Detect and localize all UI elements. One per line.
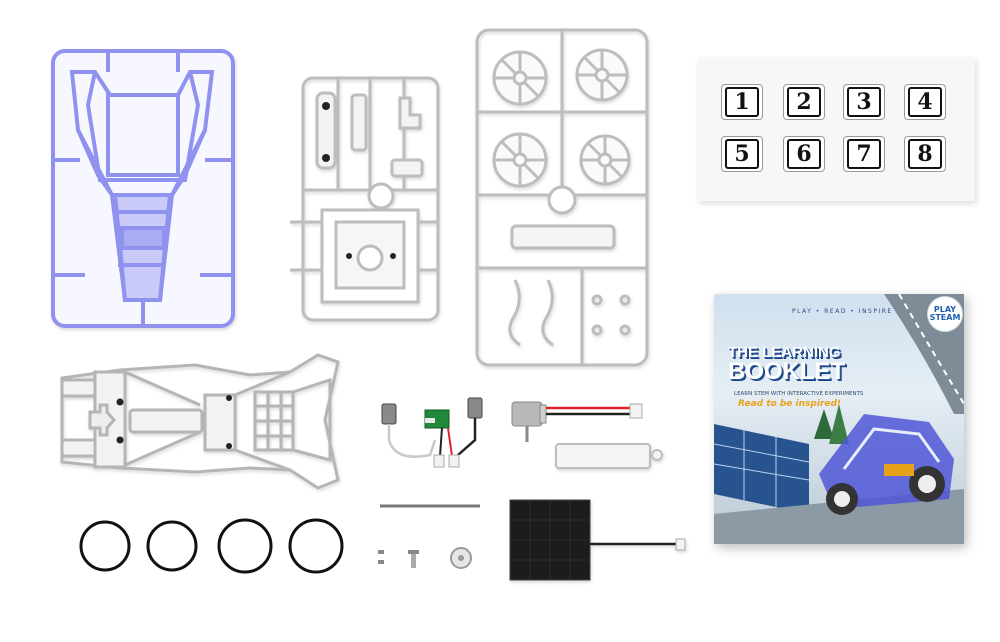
dc-motor bbox=[511, 401, 643, 442]
sticker-6: 6 bbox=[783, 136, 825, 172]
sticker-number: 7 bbox=[847, 139, 881, 169]
sticker-8: 8 bbox=[904, 136, 946, 172]
rubber-tire-rings bbox=[79, 518, 344, 574]
sticker-number: 8 bbox=[908, 139, 942, 169]
sticker-number: 5 bbox=[725, 139, 759, 169]
wheel-hub-sprue bbox=[475, 28, 649, 367]
booklet-cover-art bbox=[714, 294, 964, 544]
brand-logo: PLAY STEAM bbox=[927, 296, 963, 332]
sticker-number: 1 bbox=[725, 87, 759, 117]
sticker-2: 2 bbox=[783, 84, 825, 120]
sticker-1: 1 bbox=[721, 84, 763, 120]
sticker-number: 4 bbox=[908, 87, 942, 117]
sticker-5: 5 bbox=[721, 136, 763, 172]
booklet-subtitle: LEARN STEM WITH INTERACTIVE EXPERIMENTS bbox=[734, 391, 864, 397]
number-sticker-sheet: 1 2 3 4 5 6 7 8 bbox=[697, 57, 975, 201]
sticker-number: 3 bbox=[847, 87, 881, 117]
blue-body-frame-sprue bbox=[51, 49, 235, 328]
sticker-number: 6 bbox=[787, 139, 821, 169]
small-parts-sprue bbox=[290, 76, 440, 322]
switch-wire-assembly bbox=[381, 397, 483, 468]
white-chassis-frame bbox=[60, 353, 340, 490]
sticker-7: 7 bbox=[843, 136, 885, 172]
sticker-number: 2 bbox=[787, 87, 821, 117]
booklet-title-line1: THE LEARNING bbox=[728, 344, 841, 361]
booklet-script-text: Read to be inspired! bbox=[738, 399, 841, 409]
solar-panel bbox=[509, 499, 686, 581]
sticker-3: 3 bbox=[843, 84, 885, 120]
booklet-title-line2: BOOKLET bbox=[728, 358, 846, 385]
booklet-tagline: PLAY • READ • INSPIRE bbox=[792, 308, 893, 315]
sticker-4: 4 bbox=[904, 84, 946, 120]
motor-housing-box bbox=[555, 443, 663, 469]
learning-booklet: PLAY • READ • INSPIRE THE LEARNING BOOKL… bbox=[714, 294, 964, 544]
screws-and-gear bbox=[378, 547, 472, 569]
